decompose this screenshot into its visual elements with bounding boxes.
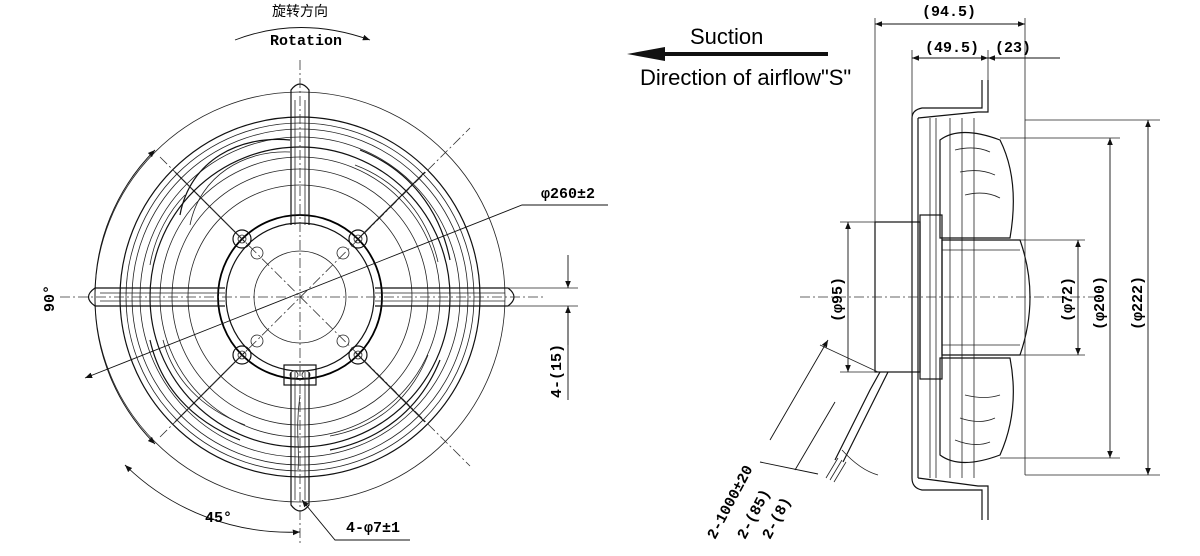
angle-90-label: 90° — [42, 285, 59, 312]
d200-label: (φ200) — [1092, 276, 1109, 330]
angle-45-label: 45° — [205, 510, 232, 527]
diameter-dimensions — [1000, 119, 1160, 476]
center-lines — [60, 60, 545, 545]
d72-label: (φ72) — [1060, 277, 1077, 322]
top-dimensions — [874, 18, 1060, 222]
holes-leader — [301, 499, 410, 541]
side-guard — [911, 80, 989, 520]
diameter-leader — [84, 204, 608, 379]
rotation-label-cn: 旋转方向 — [272, 4, 328, 20]
d222-label: (φ222) — [1130, 276, 1147, 330]
fan-blades — [149, 138, 451, 471]
slot-dimension — [508, 255, 578, 400]
bolt-bosses — [232, 229, 368, 365]
cable-dimensions — [759, 339, 879, 475]
depth-b-label: (23) — [995, 40, 1031, 57]
suction-label: Suction — [690, 24, 763, 49]
angle-45-arc — [124, 464, 301, 536]
rotation-label-en: Rotation — [270, 33, 342, 50]
holes-label: 4-φ7±1 — [346, 520, 400, 537]
side-blades — [939, 120, 1026, 475]
left-dimension — [840, 221, 875, 373]
d95-label: (φ95) — [830, 277, 847, 322]
airflow-direction-label: Direction of airflow"S" — [640, 65, 851, 90]
diameter-label: φ260±2 — [541, 186, 595, 203]
rotation-arrow — [234, 27, 371, 41]
side-cable — [825, 371, 889, 483]
airflow-arrow-icon — [627, 47, 828, 61]
overall-depth-label: (94.5) — [922, 4, 976, 21]
angle-90-arc — [94, 149, 156, 298]
slot-label: 4-(15) — [549, 344, 566, 398]
depth-a-label: (49.5) — [925, 40, 979, 57]
front-view: 旋转方向 Rotation φ260±2 90° 45° 4-(15) 4-φ7… — [42, 4, 608, 545]
side-motor — [874, 214, 1031, 380]
airflow-indicator: Suction Direction of airflow"S" — [627, 24, 851, 90]
